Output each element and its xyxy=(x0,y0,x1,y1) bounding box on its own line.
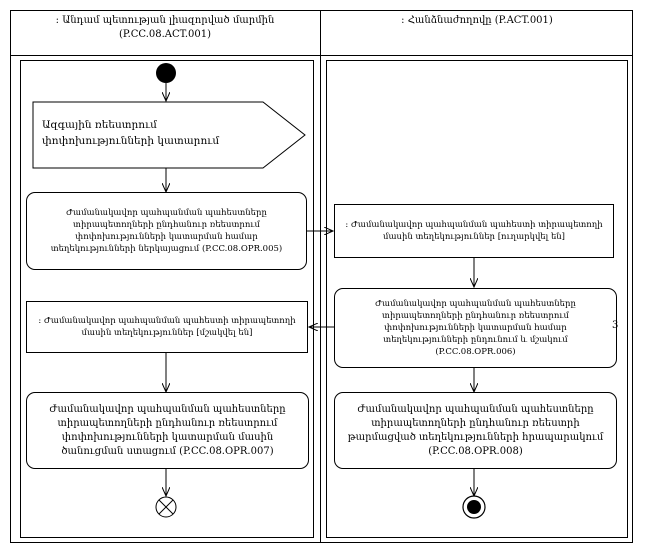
send-signal-shape xyxy=(32,101,306,169)
object-info-sent: : Ժամանակավոր պահպանման պահեստի տիրապետո… xyxy=(334,204,614,258)
stray-mark: 3 xyxy=(612,320,619,331)
header-divider xyxy=(10,55,633,56)
send-signal-label: Ազգային ռեեստրում փոփոխությունների կատար… xyxy=(42,119,220,147)
right-lane-title: : Հանձնաժողովը (P.ACT.001) xyxy=(401,15,553,26)
initial-node xyxy=(156,63,176,83)
flow-final-node xyxy=(155,496,177,518)
diagram-frame xyxy=(10,10,633,543)
activity-submit-info: Ժամանակավոր պահպանման պահեստները տիրապետ… xyxy=(26,192,307,270)
left-lane-title: : Անդամ պետության լիազորված մարմին (P.CC… xyxy=(55,15,275,40)
activity-final-node xyxy=(462,495,486,519)
activity-receive-process: Ժամանակավոր պահպանման պահեստները տիրապետ… xyxy=(334,288,617,368)
left-swimlane xyxy=(20,60,314,538)
activity-publish-registry: Ժամանակավոր պահպանման պահեստները տիրապետ… xyxy=(334,392,617,469)
object-info-processed: : Ժամանակավոր պահպանման պահեստի տիրապետո… xyxy=(26,301,308,353)
right-swimlane xyxy=(326,60,628,538)
swimlane-divider xyxy=(320,10,321,543)
activity-receive-notification: Ժամանակավոր պահպանման պահեստները տիրապետ… xyxy=(26,392,309,469)
